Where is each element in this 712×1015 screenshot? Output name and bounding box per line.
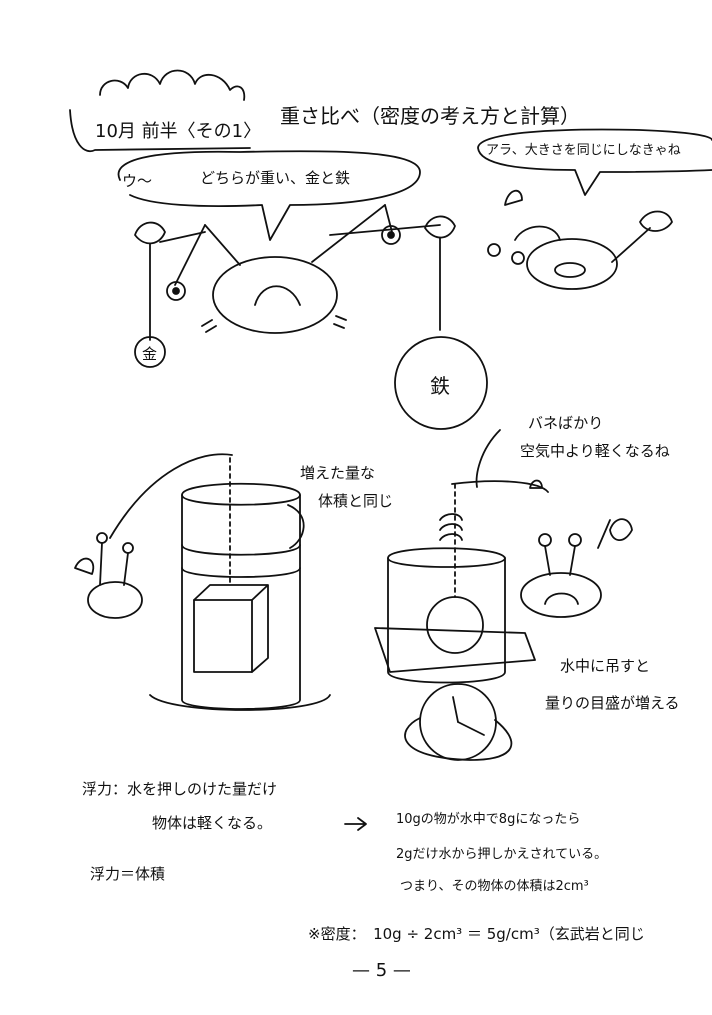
- scale-note-line-2: 量りの目盛が増える: [545, 694, 680, 712]
- beaker-on-scale: [374, 429, 549, 761]
- thinking-creature: [487, 189, 673, 290]
- observing-creature: [520, 479, 633, 618]
- buoyancy-equation: 浮力＝体積: [90, 865, 166, 883]
- gold-weight-circle: [134, 336, 166, 368]
- density-line: ※密度： 10g ÷ 2cm³ ＝ 5g/cm³（玄武岩と同じ: [308, 925, 645, 943]
- buoyancy-line-2: 物体は軽くなる。: [152, 814, 273, 832]
- right-bubble-text: アラ、大きさを同じにしなきゃね: [486, 143, 681, 158]
- balance-creature: [134, 204, 488, 430]
- header-cloud: [99, 69, 246, 101]
- left-bubble-prefix: ウ〜: [122, 172, 153, 190]
- spring-note-line-2: 空気中より軽くなるね: [520, 442, 670, 460]
- left-bubble-text: どちらが重い、金と鉄: [200, 169, 351, 187]
- calc-line-3: つまり、その物体の体積は2cm³: [400, 879, 589, 894]
- explanation-arrow-shape: [344, 817, 367, 831]
- buoyancy-line-1: 浮力：水を押しのけた量だけ: [82, 780, 278, 798]
- explanation-arrow: ⇒: [345, 836, 358, 854]
- cylinder-experiment: [109, 453, 331, 711]
- volume-note-line-2: 体積と同じ: [318, 492, 394, 510]
- right-speech-bubble: [477, 128, 712, 196]
- iron-label: 鉄: [430, 374, 450, 398]
- calc-line-1: 10gの物が水中で8gになったら: [396, 812, 581, 827]
- page-title: 重さ比べ（密度の考え方と計算）: [280, 104, 580, 128]
- header-bracket: [69, 109, 251, 153]
- pulling-creature: [74, 532, 143, 619]
- spring-note-line-1: バネばかり: [528, 414, 604, 432]
- gold-label: 金: [142, 345, 158, 363]
- volume-note-line-1: 増えた量な: [300, 464, 376, 482]
- left-speech-bubble: [117, 150, 421, 241]
- page-number: — 5 —: [352, 960, 411, 981]
- calc-line-2: 2gだけ水から押しかえされている。: [396, 847, 608, 862]
- iron-weight-circle: [394, 336, 488, 430]
- date-label: 10月 前半〈その1〉: [95, 121, 262, 142]
- scale-note-line-1: 水中に吊すと: [560, 657, 651, 675]
